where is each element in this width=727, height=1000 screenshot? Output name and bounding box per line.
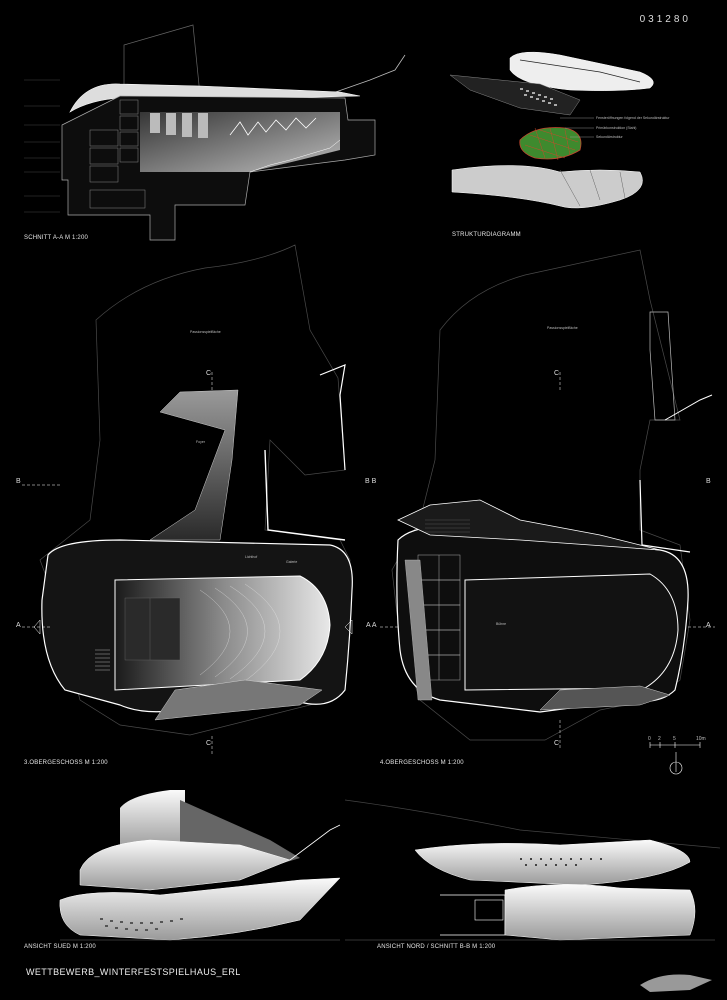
title-plan-3og: 3.OBERGESCHOSS M 1:200 bbox=[24, 760, 108, 766]
marker-bb: B B bbox=[365, 478, 377, 485]
label-stair: Lichthof bbox=[245, 555, 258, 559]
marker-b-left: B bbox=[16, 478, 21, 485]
marker-a-right: A bbox=[706, 622, 711, 629]
label-foyer: Foyer bbox=[196, 440, 205, 444]
thumbnail-render bbox=[640, 974, 712, 992]
marker-b-right: B bbox=[706, 478, 711, 485]
structure-diagram bbox=[449, 51, 654, 209]
north-arrow bbox=[669, 752, 683, 775]
marker-c-top-right: C bbox=[554, 370, 560, 377]
title-elev-north: ANSICHT NORD / SCHNITT B-B M 1:200 bbox=[377, 944, 496, 950]
label-terrace-4og: Passionsspielfläche bbox=[547, 326, 578, 330]
marker-c-bottom-left: C bbox=[206, 740, 212, 747]
legend-item: Fensteröffnungen folgend der Sekundärstr… bbox=[596, 116, 670, 120]
marker-aa: A A bbox=[366, 622, 377, 629]
title-section-aa: SCHNITT A-A M 1:200 bbox=[24, 235, 89, 241]
plan-4og bbox=[380, 249, 715, 775]
elevation-north bbox=[344, 799, 721, 941]
scale-label: 5 bbox=[673, 736, 676, 742]
label-terrace-3og: Passionsspielfläche bbox=[190, 330, 221, 334]
marker-a-left: A bbox=[16, 622, 21, 629]
marker-c-bottom-right: C bbox=[554, 740, 560, 747]
scale-label: 0 bbox=[648, 736, 651, 742]
section-aa-drawing bbox=[24, 24, 406, 241]
plan-3og bbox=[22, 244, 353, 755]
title-elev-south: ANSICHT SUED M 1:200 bbox=[24, 944, 96, 950]
title-structure: STRUKTURDIAGRAMM bbox=[452, 232, 521, 238]
scale-bar bbox=[649, 742, 701, 748]
project-title: WETTBEWERB_WINTERFESTSPIELHAUS_ERL bbox=[26, 967, 241, 977]
title-plan-4og: 4.OBERGESCHOSS M 1:200 bbox=[380, 760, 464, 766]
label-gallery: Galerie bbox=[286, 560, 298, 564]
scale-label: 10m bbox=[696, 736, 706, 742]
sheet-number: 031280 bbox=[639, 14, 691, 25]
elevation-south bbox=[59, 790, 341, 941]
marker-c-top-left: C bbox=[206, 370, 212, 377]
legend-item: Sekundärstruktur bbox=[596, 135, 623, 139]
label-stage: Bühne bbox=[496, 622, 507, 626]
scale-label: 2 bbox=[658, 736, 661, 742]
legend-item: Primärkonstruktion (Stahl) bbox=[596, 126, 637, 130]
